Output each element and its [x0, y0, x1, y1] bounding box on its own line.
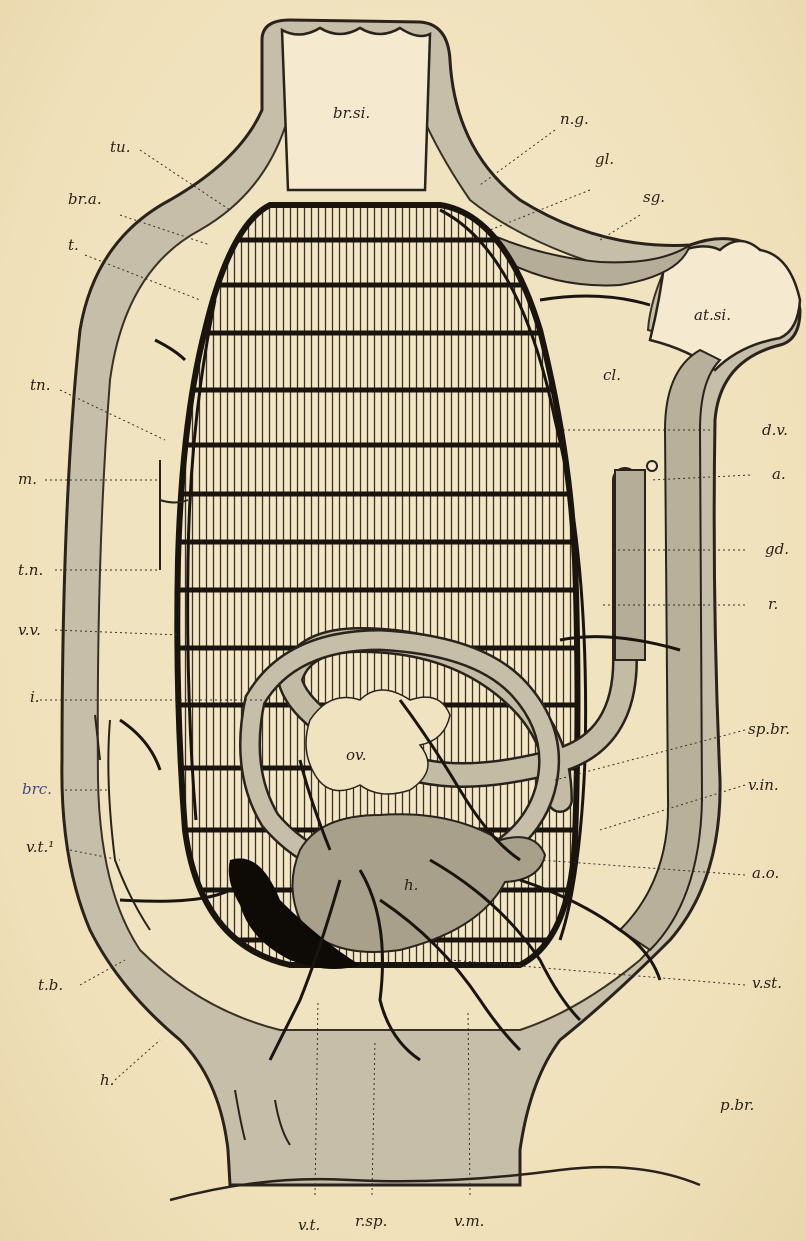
label-i: i.	[30, 690, 40, 705]
label-at-si: at.si.	[694, 308, 731, 323]
label-d-v: d.v.	[762, 423, 788, 438]
label-v-st: v.st.	[752, 976, 782, 991]
label-v-in: v.in.	[748, 778, 779, 793]
label-brc: brc.	[22, 782, 52, 797]
label-n-g: n.g.	[560, 112, 589, 127]
label-cl: cl.	[603, 368, 621, 383]
label-t-b: t.b.	[38, 978, 63, 993]
label-r: r.	[768, 597, 778, 612]
label-sg: sg.	[643, 190, 665, 205]
label-tn: tn.	[30, 378, 50, 393]
label-gd: gd.	[765, 542, 789, 557]
label-br-si: br.si.	[333, 106, 370, 121]
label-v-t1: v.t.¹	[26, 840, 54, 855]
label-v-m: v.m.	[454, 1214, 484, 1229]
label-m: m.	[18, 472, 37, 487]
label-a-o: a.o.	[752, 866, 779, 881]
label-t: t.	[68, 238, 79, 253]
label-h: h.	[404, 878, 418, 893]
label-a: a.	[772, 467, 786, 482]
label-t-n: t.n.	[18, 563, 43, 578]
rectum	[615, 470, 645, 660]
label-gl: gl.	[595, 152, 614, 167]
label-v-v: v.v.	[18, 623, 41, 638]
label-p-br: p.br.	[720, 1098, 754, 1113]
label-br-a: br.a.	[68, 192, 102, 207]
label-v-t: v.t.	[298, 1218, 320, 1233]
label-sp-br: sp.br.	[748, 722, 790, 737]
label-ov: ov.	[346, 748, 367, 763]
label-r-sp: r.sp.	[355, 1214, 387, 1229]
anus	[647, 461, 657, 471]
label-tu-top: tu.	[110, 140, 130, 155]
label-h-low: h.	[100, 1073, 114, 1088]
